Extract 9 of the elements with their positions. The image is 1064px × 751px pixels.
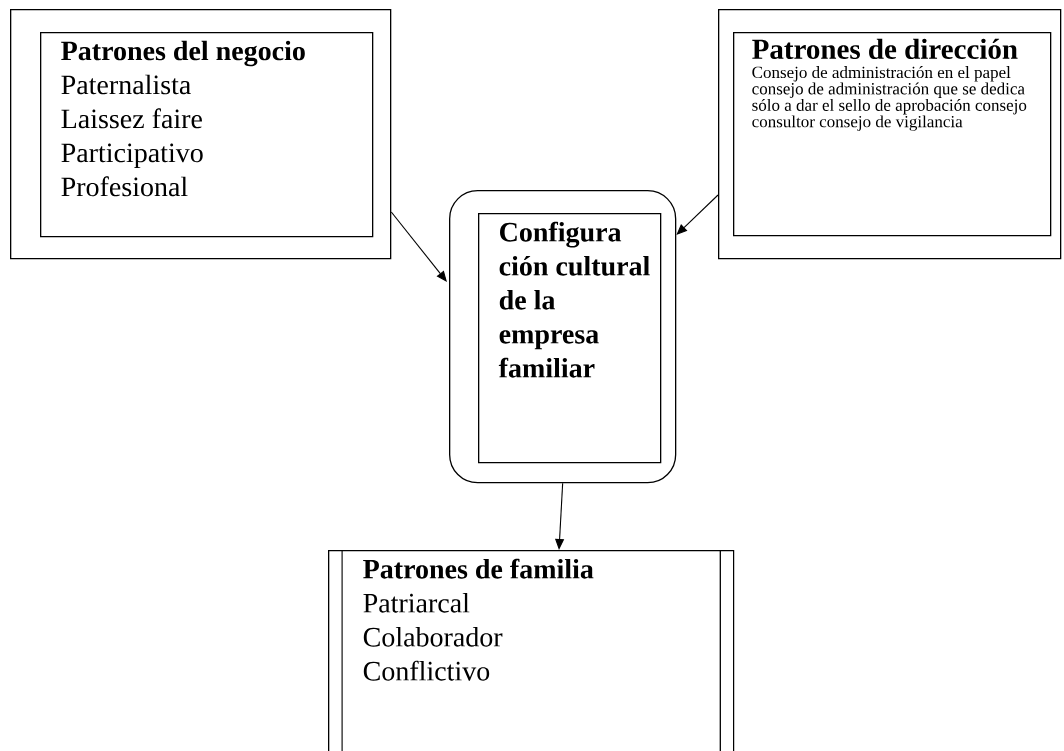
process-box: Patrones de dirección Consejo de administración en el papel consejo de administración que se dedica sólo a dar el sello de aprobación consejo consultor consejo de vigilancia [733, 32, 1052, 237]
process-box: Patrones de familia Patriarcal Colaborador Conflictivo [328, 549, 735, 751]
arrow [390, 211, 447, 282]
process-box: Configura ción cultural de la empresa familiar [478, 213, 662, 464]
frame-box [449, 190, 677, 484]
arrow [676, 194, 719, 235]
frame-box [10, 9, 392, 260]
process-box: Patrones del negocio Paternalista Laissez faire Participativo Profesional [40, 32, 374, 238]
frame-box [718, 9, 1062, 260]
